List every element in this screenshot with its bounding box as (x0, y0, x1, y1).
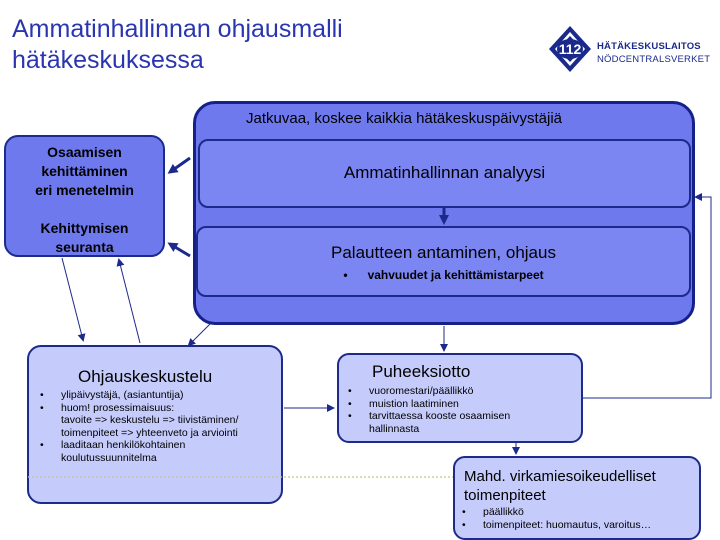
arrow-outer-to-ohjaus (187, 323, 211, 347)
mahd-title-line-1: Mahd. virkamiesoikeudelliset (464, 468, 656, 485)
mahd-list: •päällikkö •toimenpiteet: huomautus, var… (461, 506, 651, 531)
arrow-to-osaaminen-2 (167, 242, 191, 258)
title-line-1: Ammatinhallinnan ohjausmalli (12, 15, 343, 43)
list-item: •päällikkö (462, 506, 524, 518)
list-item: •muistion laatiminen (348, 397, 459, 410)
puheeksiotto-box: Puheeksiotto •vuoromestari/päällikkö •mu… (337, 353, 583, 443)
list-item-continuation: koulutussuunnitelma (61, 451, 157, 464)
logo-line-1: HÄTÄKESKUSLAITOS (597, 41, 701, 52)
ohjaus-title: Ohjauskeskustelu (78, 367, 213, 386)
osaaminen-line-3: eri menetelmin (35, 182, 134, 198)
list-item: •laaditaan henkilökohtainen (40, 439, 186, 451)
logo-line-2: NÖDCENTRALSVERKET (597, 54, 711, 65)
palaute-box: Palautteen antaminen, ohjaus • vahvuudet… (196, 226, 691, 297)
analyysi-box: Ammatinhallinnan analyysi (198, 139, 691, 208)
list-item: •huom! prosessimaisuus: (40, 401, 175, 414)
list-item: •toimenpiteet: huomautus, varoitus… (462, 518, 652, 531)
osaaminen-line-5: seuranta (55, 239, 114, 255)
arrow-osaaminen-to-ohjaus (61, 257, 86, 342)
logo-number: 112 (559, 41, 582, 57)
osaaminen-line-2: kehittäminen (41, 163, 128, 179)
continuous-process-label: Jatkuvaa, koskee kaikkia hätäkeskuspäivy… (246, 110, 562, 127)
logo-112-icon: 112 (549, 26, 591, 72)
puhe-title: Puheeksiotto (372, 362, 471, 381)
palaute-title: Palautteen antaminen, ohjaus (331, 243, 556, 262)
list-item: •tarvittaessa kooste osaamisen (348, 410, 511, 422)
ohjauskeskustelu-box: Ohjauskeskustelu •ylipäivystäjä, (asiant… (27, 345, 283, 504)
osaaminen-line-4: Kehittymisen (40, 220, 129, 236)
page-title: Ammatinhallinnan ohjausmalli hätäkeskuks… (12, 14, 432, 76)
arrow-to-osaaminen-1 (167, 156, 191, 174)
mahd-title: Mahd. virkamiesoikeudelliset toimenpitee… (464, 467, 656, 505)
title-line-2: hätäkeskuksessa (12, 46, 204, 74)
virkamies-box: Mahd. virkamiesoikeudelliset toimenpitee… (453, 456, 701, 540)
analyysi-label: Ammatinhallinnan analyysi (343, 163, 546, 182)
osaaminen-box: Osaamisen kehittäminen eri menetelmin Ke… (4, 135, 165, 257)
mahd-title-line-2: toimenpiteet (464, 487, 546, 504)
palaute-bullet-row: • vahvuudet ja kehittämistarpeet (198, 268, 689, 282)
list-item-continuation: toimenpiteet => yhteenveto ja arviointi (61, 426, 238, 439)
ohjaus-list: •ylipäivystäjä, (asiantuntija) •huom! pr… (39, 389, 238, 464)
logo-112: 112 HÄTÄKESKUSLAITOS NÖDCENTRALSVERKET (545, 24, 715, 74)
arrow-ohjaus-to-osaaminen (116, 258, 141, 344)
list-item-continuation: hallinnasta (369, 422, 420, 435)
palaute-bullet: vahvuudet ja kehittämistarpeet (367, 268, 544, 282)
list-item: •ylipäivystäjä, (asiantuntija) (40, 389, 184, 401)
puhe-list: •vuoromestari/päällikkö •muistion laatim… (347, 385, 510, 435)
osaaminen-line-1: Osaamisen (47, 144, 122, 160)
bullet-dot: • (343, 268, 348, 282)
list-item: •vuoromestari/päällikkö (348, 385, 474, 397)
list-item-continuation: tavoite => keskustelu => tiivistäminen/ (61, 414, 239, 426)
